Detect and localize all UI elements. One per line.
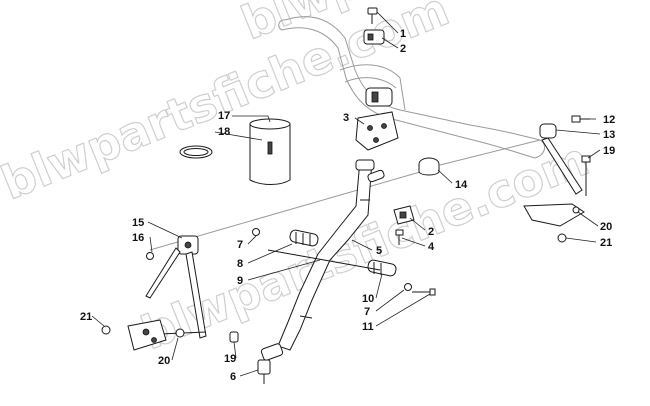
knuckle-bracket [127, 319, 167, 351]
bolt-part-12 [571, 115, 590, 123]
callout-16: 16 [132, 232, 144, 244]
callout-7-left: 7 [237, 239, 243, 251]
bolt-part-19-right [581, 155, 591, 196]
callout-2-lower: 2 [428, 226, 434, 238]
washer-part-7-left [252, 228, 260, 236]
washer-part-7-right [404, 283, 412, 291]
steering-assembly [252, 7, 436, 384]
nut-part-16 [146, 252, 154, 260]
callout-15: 15 [132, 217, 144, 229]
callout-4: 4 [428, 241, 435, 253]
callout-17: 17 [218, 110, 230, 122]
clamp-part-2-top [363, 29, 385, 45]
callout-19-right: 19 [603, 145, 615, 157]
boot-and-clamp [179, 118, 291, 185]
callout-14: 14 [455, 179, 468, 191]
callout-7-right: 7 [364, 306, 370, 318]
callout-3: 3 [343, 112, 349, 124]
callout-6: 6 [230, 371, 236, 383]
steering-post-part-5 [277, 159, 385, 351]
left-linkage [101, 235, 239, 351]
bolt-part-4 [395, 229, 404, 245]
leader-lines [91, 11, 601, 377]
callout-19-left: 19 [224, 353, 236, 365]
boot-part-17 [249, 118, 291, 185]
callout-12: 12 [603, 114, 615, 126]
link-rod-part-20-left [159, 328, 207, 338]
callout-9: 9 [237, 275, 243, 287]
linkage-arm-lower [185, 251, 207, 339]
riser-block-part-3 [355, 111, 399, 151]
handlebar-clamp [365, 87, 393, 107]
handlebar-ghost-outline [149, 16, 546, 251]
callout-18: 18 [218, 126, 230, 138]
bracket-part-20-right [523, 203, 585, 227]
linkage-arm-left [145, 247, 181, 299]
callout-20-right: 20 [600, 221, 612, 233]
right-side-parts [418, 115, 591, 243]
arm-part-13 [539, 123, 583, 195]
callout-10: 10 [362, 293, 374, 305]
bolt-part-1 [367, 7, 378, 24]
callouts: 1 2 3 17 18 14 2 4 5 7 8 9 10 7 11 15 16… [80, 28, 615, 383]
callout-5: 5 [376, 245, 382, 257]
callout-1: 1 [400, 28, 406, 40]
bushing-part-10 [367, 259, 397, 277]
callout-2-top: 2 [400, 43, 406, 55]
callout-20-left: 20 [158, 355, 170, 367]
callout-8: 8 [237, 258, 243, 270]
grommet-part-14 [418, 157, 440, 176]
shaft-part-9 [267, 249, 381, 271]
bushing-part-8 [289, 229, 319, 247]
callout-13: 13 [603, 129, 615, 141]
bracket-part-15 [177, 235, 199, 255]
nut-part-21-right [557, 233, 567, 243]
bolt-part-19-left [229, 331, 239, 343]
clamp-ring-part-18 [179, 145, 213, 159]
clamp-part-2-lower [393, 205, 415, 225]
callout-21-left: 21 [80, 311, 92, 323]
nut-part-21-left [101, 325, 111, 335]
watermark: blwpartsfiche.com blwpartsfiche.com blwp… [0, 0, 650, 361]
callout-21-right: 21 [600, 237, 612, 249]
callout-11: 11 [362, 321, 374, 333]
bolt-part-11 [412, 288, 436, 296]
post-lower-end-part-6 [257, 343, 284, 384]
